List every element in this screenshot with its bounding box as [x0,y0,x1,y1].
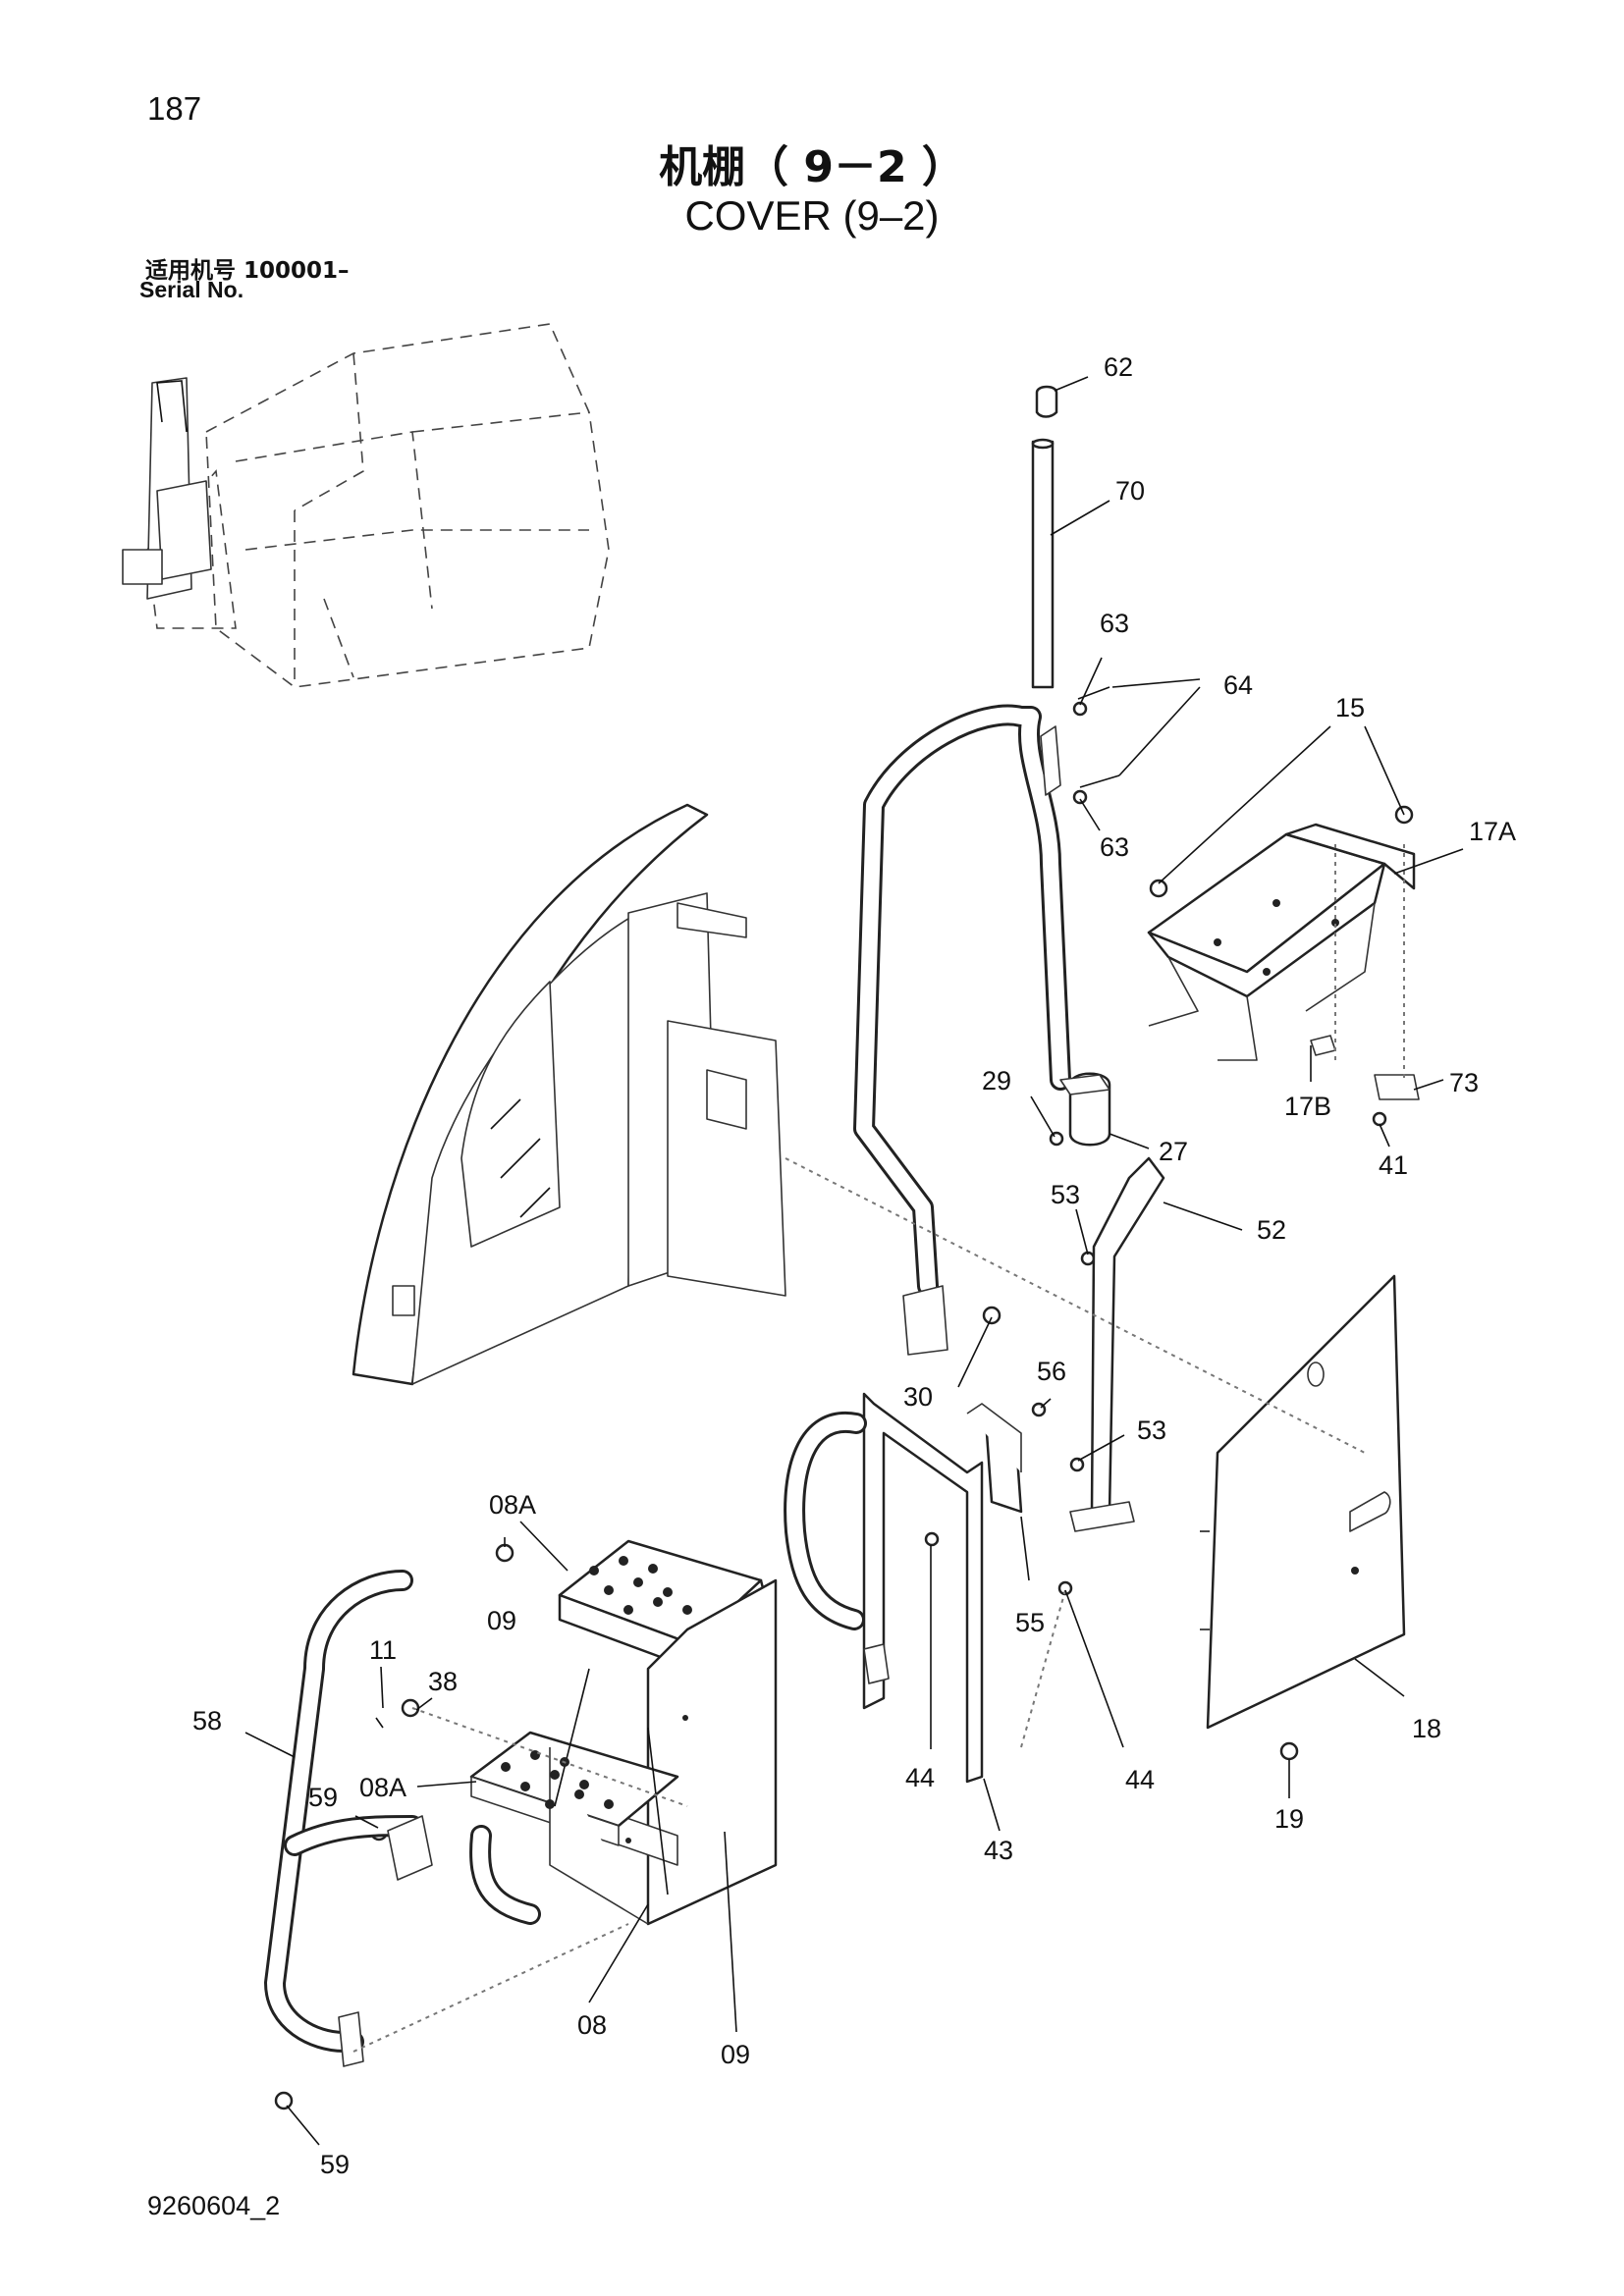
callout-58: 58 [192,1706,222,1735]
callout-43: 43 [984,1836,1013,1865]
leader-lines [244,376,1464,2146]
callout-08a-mid: 08A [359,1773,406,1802]
callout-62: 62 [1104,352,1133,382]
callout-53-upper: 53 [1051,1180,1080,1209]
alignment-lines [352,844,1405,2053]
tray-17a [1147,823,1420,1100]
drawing-code: 9260604_2 [147,2191,281,2220]
step-tread-holes [501,1556,692,1809]
callout-08: 08 [577,2010,607,2040]
callout-44-right: 44 [1125,1765,1155,1794]
left-cover-door [352,803,786,1386]
handrail-58 [264,1570,541,2067]
callout-labels: 62 70 63 64 63 15 17A 17B 73 41 29 27 53… [192,352,1516,2179]
callout-63-upper: 63 [1100,609,1129,638]
callout-08a-top: 08A [489,1490,536,1520]
serial-label-english: Serial No. [139,277,244,302]
panel-18 [1200,1274,1406,1730]
serial-label-chinese: 适用机号 100001– [145,258,350,284]
callout-27: 27 [1159,1137,1188,1166]
callout-59-bottom: 59 [320,2150,350,2179]
machine-overview-thumbnail [122,323,610,688]
page-number: 187 [147,90,202,127]
callout-29: 29 [982,1066,1011,1095]
handrail-upper [853,704,1111,1356]
callout-30: 30 [903,1382,933,1412]
callout-73: 73 [1449,1068,1479,1097]
callout-11: 11 [369,1635,397,1665]
callout-17b: 17B [1284,1092,1331,1121]
callout-41: 41 [1379,1150,1408,1180]
callout-09-bottom: 09 [721,2040,750,2069]
callout-70: 70 [1115,476,1145,506]
callout-19: 19 [1274,1804,1304,1834]
callout-09-top: 09 [487,1606,516,1635]
callout-17a: 17A [1469,817,1516,846]
rod-assembly [1031,385,1058,689]
callout-44-left: 44 [905,1763,935,1792]
callout-56: 56 [1037,1357,1066,1386]
frame-43 [784,1392,1023,1784]
callout-18: 18 [1412,1714,1441,1743]
callout-64: 64 [1223,670,1253,700]
callout-52: 52 [1257,1215,1286,1245]
page-title-english: COVER (9–2) [684,192,940,239]
callout-63-lower: 63 [1100,832,1129,862]
step-box-08 [469,1539,778,1926]
callout-59-mid: 59 [308,1783,338,1812]
callout-38: 38 [428,1667,458,1696]
callout-15: 15 [1335,693,1365,722]
bracket-52 [1069,1156,1165,1532]
callout-53-lower: 53 [1137,1415,1166,1445]
page-title-chinese: 机棚（ 9－2 ） [659,142,965,192]
callout-55: 55 [1015,1608,1045,1637]
